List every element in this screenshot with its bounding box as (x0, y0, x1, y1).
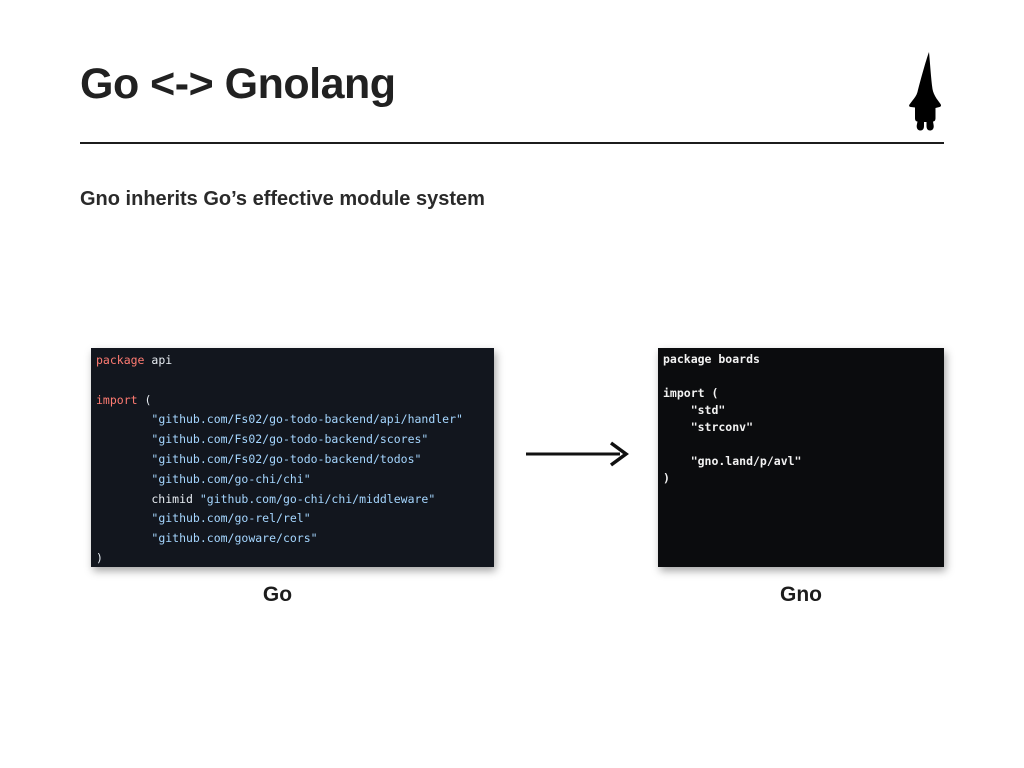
code-line: "github.com/Fs02/go-todo-backend/todos" (96, 450, 488, 470)
code-token-pln (96, 452, 151, 466)
code-token-pln: import ( (663, 386, 719, 400)
code-token-pln (96, 472, 151, 486)
code-line (663, 436, 938, 453)
code-line: "gno.land/p/avl" (663, 453, 938, 470)
code-token-pln: ) (96, 550, 103, 565)
code-token-pln (96, 531, 151, 545)
page-title: Go <-> Gnolang (80, 60, 396, 108)
code-line: "github.com/Fs02/go-todo-backend/api/han… (96, 410, 488, 430)
code-line: "std" (663, 402, 938, 419)
code-token-pln: "strconv" (663, 420, 754, 434)
code-token-pln (96, 511, 151, 525)
code-line (96, 371, 488, 391)
code-line: ) (96, 549, 488, 567)
slide-subtitle: Gno inherits Go’s effective module syste… (80, 188, 485, 210)
code-line: "github.com/go-rel/rel" (96, 509, 488, 529)
code-token-str: "github.com/Fs02/go-todo-backend/scores" (151, 432, 429, 447)
go-code-block: package api import ( "github.com/Fs02/go… (91, 348, 494, 567)
code-line: package boards (663, 351, 938, 368)
code-line: import ( (96, 391, 488, 411)
code-line: package api (96, 351, 488, 371)
gnome-logo-icon (903, 52, 947, 132)
code-token-pln: api (144, 353, 173, 367)
code-line: "strconv" (663, 419, 938, 436)
code-token-str: "github.com/Fs02/go-todo-backend/api/han… (151, 412, 463, 427)
gno-code-block: package boards import ( "std" "strconv" … (658, 348, 944, 567)
code-line: ) (663, 470, 938, 487)
right-arrow-icon (524, 438, 632, 470)
code-token-str: "github.com/go-chi/chi" (151, 471, 311, 486)
code-token-pln: package boards (663, 352, 760, 366)
code-token-str: "github.com/go-chi/chi/middleware" (199, 491, 436, 506)
code-line: "github.com/go-chi/chi" (96, 470, 488, 490)
code-token-str: "github.com/go-rel/rel" (151, 511, 311, 526)
code-line (663, 368, 938, 385)
code-token-pln: ) (663, 471, 670, 485)
code-token-str: "github.com/Fs02/go-todo-backend/todos" (151, 451, 422, 466)
title-divider (80, 142, 944, 144)
code-token-pln: "gno.land/p/avl" (663, 454, 802, 468)
gno-panel-label: Gno (780, 583, 822, 606)
code-token-pln: ( (137, 392, 152, 407)
code-token-pln: "std" (663, 403, 726, 417)
go-panel-label: Go (262, 583, 293, 606)
code-line: "github.com/goware/cors" (96, 529, 488, 549)
code-token-pln (96, 412, 151, 426)
code-line: "github.com/Fs02/go-todo-backend/scores" (96, 430, 488, 450)
code-token-kw: import (96, 392, 138, 407)
code-token-kw: package (96, 353, 145, 367)
code-token-pln: chimid (96, 491, 200, 506)
code-line: import ( (663, 385, 938, 402)
code-line: chimid "github.com/go-chi/chi/middleware… (96, 490, 488, 510)
code-token-str: "github.com/goware/cors" (151, 531, 318, 546)
code-token-pln (96, 432, 151, 446)
